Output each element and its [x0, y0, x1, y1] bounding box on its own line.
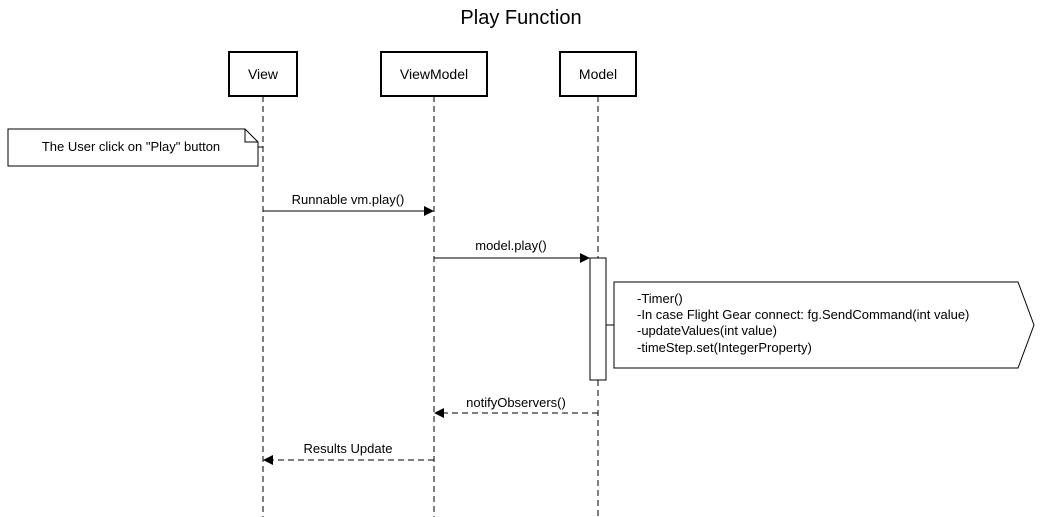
model-activation-bar — [589, 257, 607, 381]
model-actions-callout: -Timer() -In case Flight Gear connect: f… — [613, 281, 1035, 369]
note-user-click-text: The User click on "Play" button — [42, 139, 220, 154]
note-user-click: The User click on "Play" button — [7, 128, 259, 167]
participant-viewmodel-label: ViewModel — [400, 66, 468, 82]
participant-viewmodel: ViewModel — [380, 51, 488, 97]
message-notify-observers-label: notifyObservers() — [466, 395, 566, 410]
participant-view: View — [228, 51, 298, 97]
participant-model: Model — [559, 51, 637, 97]
diagram-title: Play Function — [460, 7, 581, 29]
message-model-play-label: model.play() — [475, 238, 547, 253]
model-action-item: -Timer() — [637, 291, 683, 306]
participant-view-label: View — [248, 66, 279, 82]
participant-model-label: Model — [579, 66, 617, 82]
model-action-item: -updateValues(int value) — [637, 323, 777, 338]
message-results-update-label: Results Update — [304, 441, 393, 456]
model-action-item: -timeStep.set(IntegerProperty) — [637, 340, 812, 355]
message-runnable-play-label: Runnable vm.play() — [292, 192, 405, 207]
model-action-item: -In case Flight Gear connect: fg.SendCom… — [637, 307, 969, 322]
